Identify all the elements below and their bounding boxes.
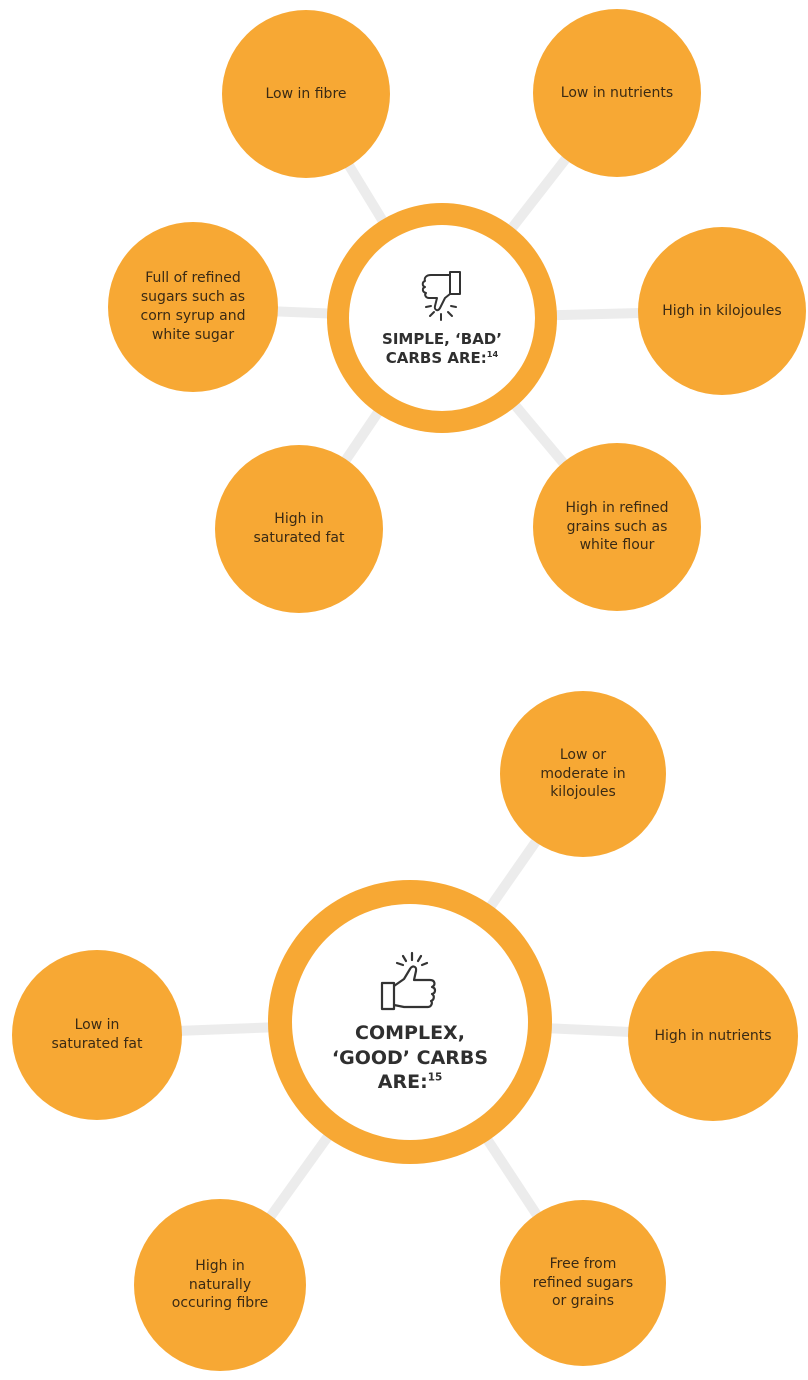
thumbs-down-icon [417, 268, 467, 324]
good-footnote: 15 [427, 1072, 443, 1085]
bad-title-line2: CARBS ARE:14 [382, 349, 502, 369]
bad-item-low-fibre: Low in fibre [222, 10, 390, 178]
good-item-low-saturated-fat: Low in saturated fat [12, 950, 182, 1120]
good-item-low-kilojoules: Low or moderate in kilojoules [500, 691, 666, 857]
bad-item-high-kilojoules: High in kilojoules [638, 227, 806, 395]
bad-item-low-nutrients: Low in nutrients [533, 9, 701, 177]
thumbs-up-icon [374, 949, 446, 1013]
bad-footnote: 14 [486, 349, 499, 359]
bad-item-refined-sugars: Full of refined sugars such as corn syru… [108, 222, 278, 392]
good-item-natural-fibre: High in naturally occuring fibre [134, 1199, 306, 1371]
bad-title-line1: SIMPLE, ‘BAD’ [382, 329, 502, 348]
bad-hub: SIMPLE, ‘BAD’ CARBS ARE:14 [349, 225, 535, 411]
good-hub-title: COMPLEX, ‘GOOD’ CARBS ARE:15 [332, 1021, 488, 1095]
good-title-line1: COMPLEX, [355, 1021, 465, 1044]
bad-title-text: CARBS ARE: [385, 349, 487, 367]
good-hub: COMPLEX, ‘GOOD’ CARBS ARE:15 [292, 904, 528, 1140]
bad-hub-title: SIMPLE, ‘BAD’ CARBS ARE:14 [382, 330, 502, 369]
good-title-line2: ‘GOOD’ CARBS [331, 1046, 489, 1069]
good-item-free-from-refined: Free from refined sugars or grains [500, 1200, 666, 1366]
bad-item-refined-grains: High in refined grains such as white flo… [533, 443, 701, 611]
good-title-text: ARE: [377, 1071, 428, 1094]
bad-item-saturated-fat: High in saturated fat [215, 445, 383, 613]
good-title-line3: ARE:15 [332, 1070, 488, 1095]
good-item-high-nutrients: High in nutrients [628, 951, 798, 1121]
